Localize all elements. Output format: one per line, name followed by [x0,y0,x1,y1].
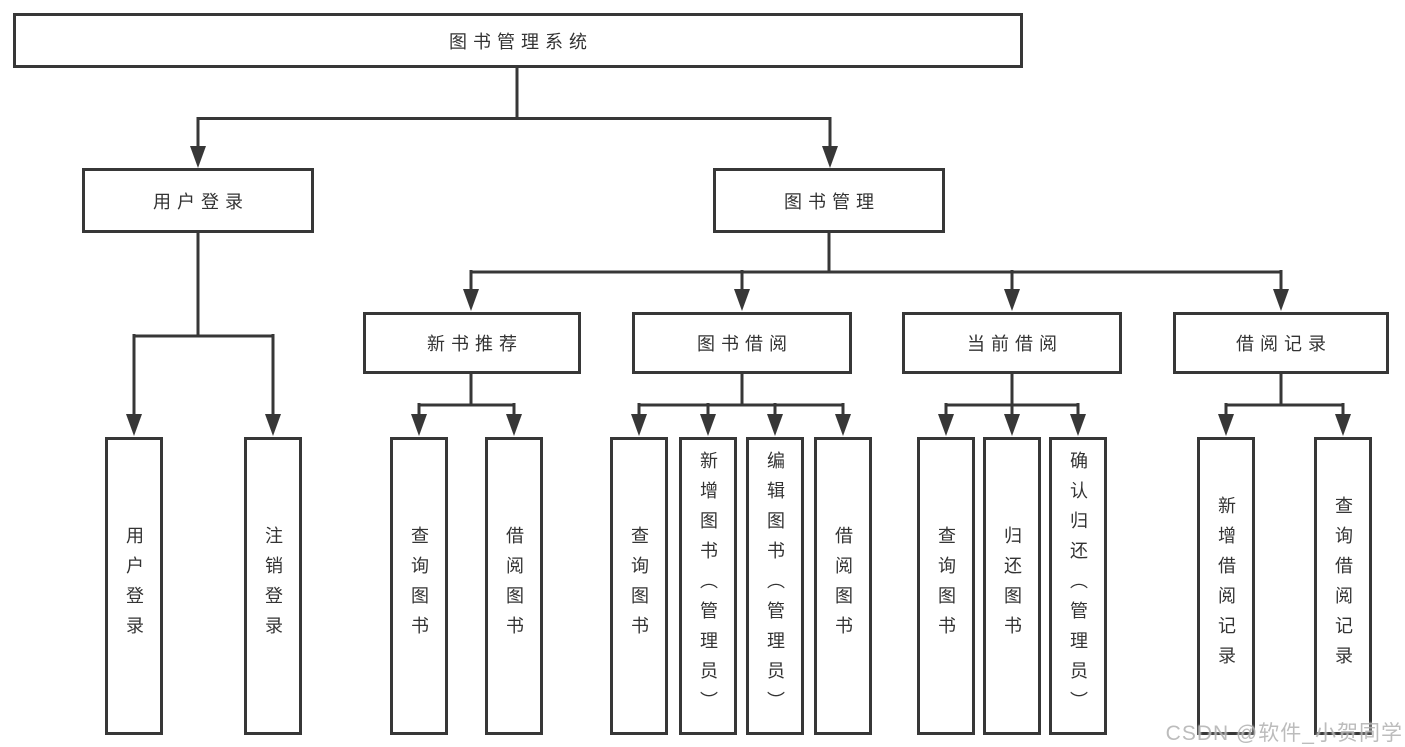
leaf-user-login: 用户登录 [105,437,163,735]
node-book-management: 图书管理 [713,168,945,233]
leaf-current-confirm-return-admin: 确认归还（管理员） [1049,437,1107,735]
leaf-current-return-books-label: 归还图书 [1002,526,1022,646]
leaf-records-query-borrow-record: 查询借阅记录 [1314,437,1372,735]
node-book-borrowing: 图书借阅 [632,312,852,374]
node-current-borrowing: 当前借阅 [902,312,1122,374]
leaf-user-login-label: 用户登录 [124,526,144,646]
leaf-current-confirm-return-admin-label: 确认归还（管理员） [1068,451,1088,721]
node-current-borrowing-label: 当前借阅 [967,334,1063,354]
node-borrow-records: 借阅记录 [1173,312,1389,374]
node-user-login: 用户登录 [82,168,314,233]
node-new-book-recommend-label: 新书推荐 [427,334,523,354]
leaf-current-query-books: 查询图书 [917,437,975,735]
leaf-borrowing-query-books-label: 查询图书 [629,526,649,646]
leaf-borrowing-query-books: 查询图书 [610,437,668,735]
node-root-system: 图书管理系统 [13,13,1023,68]
node-borrow-records-label: 借阅记录 [1236,334,1332,354]
leaf-records-add-borrow-record-label: 新增借阅记录 [1216,496,1236,676]
leaf-current-query-books-label: 查询图书 [936,526,956,646]
leaf-borrowing-borrow-books-label: 借阅图书 [833,526,853,646]
leaf-borrowing-edit-books-admin-label: 编辑图书（管理员） [765,451,785,721]
node-new-book-recommend: 新书推荐 [363,312,581,374]
leaf-recommend-query-books-label: 查询图书 [409,526,429,646]
leaf-current-return-books: 归还图书 [983,437,1041,735]
leaf-recommend-borrow-books-label: 借阅图书 [504,526,524,646]
leaf-records-query-borrow-record-label: 查询借阅记录 [1333,496,1353,676]
leaf-logout-label: 注销登录 [263,526,283,646]
node-user-login-label: 用户登录 [153,191,249,212]
leaf-borrowing-borrow-books: 借阅图书 [814,437,872,735]
leaf-borrowing-add-books-admin-label: 新增图书（管理员） [698,451,718,721]
leaf-borrowing-add-books-admin: 新增图书（管理员） [679,437,737,735]
node-root-system-label: 图书管理系统 [449,31,593,52]
node-book-borrowing-label: 图书借阅 [697,334,793,354]
leaf-borrowing-edit-books-admin: 编辑图书（管理员） [746,437,804,735]
leaf-logout: 注销登录 [244,437,302,735]
leaf-recommend-query-books: 查询图书 [390,437,448,735]
csdn-watermark: CSDN @软件_小贺同学 [1165,722,1403,745]
node-book-management-label: 图书管理 [784,191,880,212]
leaf-recommend-borrow-books: 借阅图书 [485,437,543,735]
leaf-records-add-borrow-record: 新增借阅记录 [1197,437,1255,735]
